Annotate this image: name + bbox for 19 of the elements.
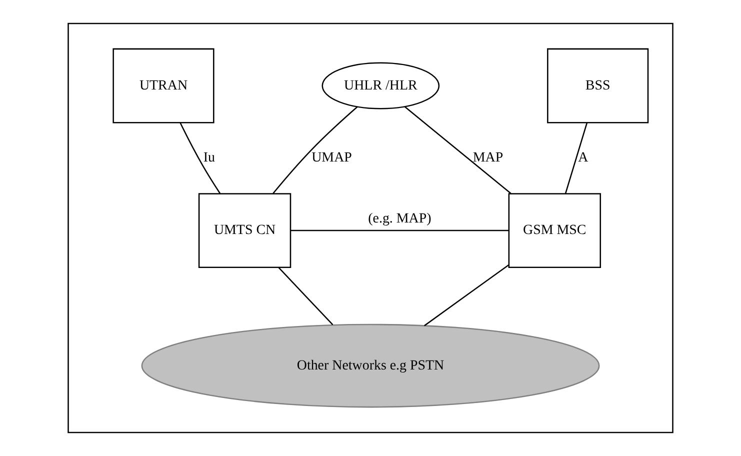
connector [290,230,509,232]
node-box: UTRAN [112,48,214,124]
cluster [68,22,674,434]
connector [564,122,588,194]
node-box: BSS [547,48,649,124]
edge-label: (e.g. MAP) [368,212,432,227]
node-ellipse: Other Networks e.g PSTN [141,324,600,408]
connector [278,266,334,326]
connector [272,106,358,194]
edge-label: A [578,150,588,166]
edge-label: UMAP [312,150,352,166]
connector [180,122,221,194]
edge-label: MAP [472,150,504,166]
node-ellipse: UHLR /HLR [322,62,440,110]
connector [424,264,510,326]
connector [404,106,512,194]
edge-label: Iu [203,150,216,166]
node-box: GSM MSC [508,193,601,268]
node-box: UMTS CN [198,193,292,268]
